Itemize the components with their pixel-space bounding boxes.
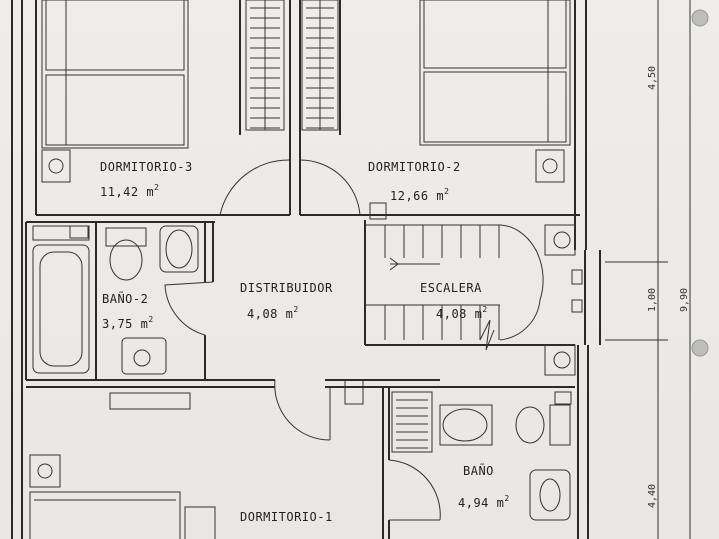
room-name-escalera: ESCALERA: [420, 281, 482, 295]
doors: [164, 159, 441, 521]
room-area-distribuidor: 4,08 m2: [247, 305, 299, 321]
dimension-lines: [605, 0, 691, 539]
dimension-9-90: 9,90: [679, 288, 690, 312]
room-area-escalera: 4,08 m2: [436, 305, 488, 321]
room-name-dormitorio-3: DORMITORIO-3: [100, 160, 193, 174]
pushpins: [691, 9, 709, 357]
room-name-dormitorio-2: DORMITORIO-2: [368, 160, 461, 174]
bathroom-fixtures: [391, 391, 572, 521]
staircase: [344, 202, 544, 405]
bed-dormitorio-2: [419, 0, 571, 146]
dimension-4-50: 4,50: [647, 66, 658, 90]
nightstands: [29, 149, 565, 488]
columns: [69, 224, 583, 376]
bathroom-2-fixtures: [32, 225, 199, 375]
room-area-dormitorio-2: 12,66 m2: [390, 187, 449, 203]
room-area-dormitorio-3: 11,42 m2: [100, 183, 159, 199]
room-area-bano: 4,94 m2: [458, 494, 510, 510]
room-name-distribuidor: DISTRIBUIDOR: [240, 281, 333, 295]
bed-dormitorio-3: [41, 0, 189, 149]
bed-dormitorio-1: [29, 491, 216, 539]
room-area-bano-2: 3,75 m2: [102, 315, 154, 331]
dimension-1-00: 1,00: [647, 288, 658, 312]
room-name-bano: BAÑO: [463, 463, 494, 478]
walls: [11, 0, 601, 539]
closets: [245, 0, 339, 131]
room-name-bano-2: BAÑO-2: [102, 291, 148, 306]
dimension-4-40: 4,40: [647, 484, 658, 508]
room-name-dormitorio-1: DORMITORIO-1: [240, 510, 333, 524]
